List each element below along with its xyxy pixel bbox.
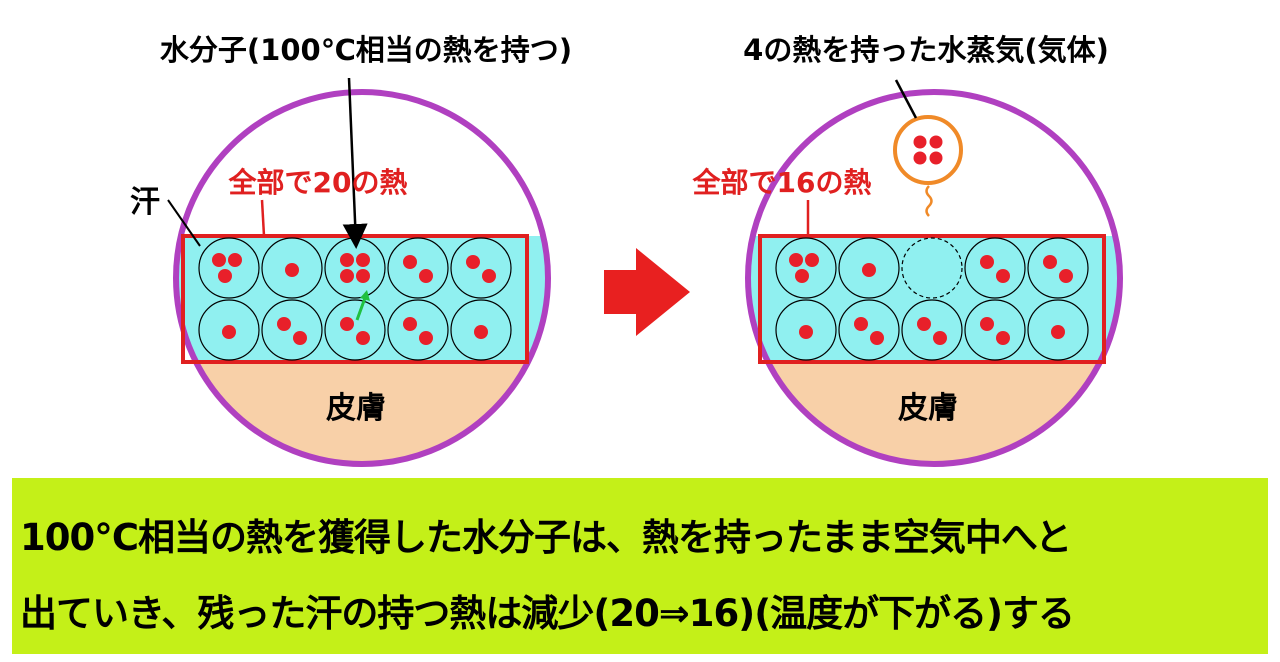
heat-dot [1043, 255, 1057, 269]
upward-arrow-icon [355, 290, 370, 321]
vapor-wave-line [925, 185, 933, 217]
water-molecule [261, 299, 323, 361]
water-molecule [1027, 237, 1089, 299]
heat-dot [980, 255, 994, 269]
heat-dot [356, 269, 370, 283]
heat-dot [799, 325, 813, 339]
water-molecule [387, 237, 449, 299]
leader-line-vapor [894, 79, 918, 119]
magnify-circle-left [173, 89, 551, 467]
label-total-heat-left: 全部で20の熱 [228, 166, 408, 199]
heat-dot [870, 331, 884, 345]
heat-dot [356, 253, 370, 267]
right-panel: 4の熱を持った水蒸気(気体) 全部で16の熱 皮膚 [692, 33, 1123, 467]
water-molecule [838, 299, 900, 361]
heat-dot [419, 331, 433, 345]
leader-line-sweat [167, 199, 201, 247]
heat-dot [222, 325, 236, 339]
molecule-grid-left [198, 237, 512, 361]
heat-dot [933, 331, 947, 345]
water-molecule [775, 237, 837, 299]
caption-line-2: 出ていき、残った汗の持つ熱は減少(20⇒16)(温度が下がる)する [20, 592, 1075, 635]
heat-dot [356, 331, 370, 345]
label-sweat: 汗 [130, 185, 160, 220]
heat-dot [474, 325, 488, 339]
heat-dot [1051, 325, 1065, 339]
heat-dot [854, 317, 868, 331]
heat-dot [403, 255, 417, 269]
heat-dot [218, 269, 232, 283]
water-molecule [261, 237, 323, 299]
caption-line-1: 100℃相当の熱を獲得した水分子は、熱を持ったまま空気中へと [20, 516, 1072, 559]
heat-dot [212, 253, 226, 267]
heat-dot [277, 317, 291, 331]
water-molecule [450, 237, 512, 299]
heat-dot [929, 135, 943, 149]
caption-box: 100℃相当の熱を獲得した水分子は、熱を持ったまま空気中へと 出ていき、残った汗… [12, 478, 1268, 654]
heat-dot [913, 135, 927, 149]
heat-dot [795, 269, 809, 283]
heat-dot [340, 269, 354, 283]
heat-dot [482, 269, 496, 283]
heat-dot [789, 253, 803, 267]
sweat-box-right [758, 234, 1106, 364]
heat-dot [805, 253, 819, 267]
heat-dot [293, 331, 307, 345]
heat-dot [980, 317, 994, 331]
vapor-molecule [893, 115, 963, 185]
water-molecule [1027, 299, 1089, 361]
water-molecule [901, 299, 963, 361]
leader-line-total-left [260, 199, 266, 237]
left-panel: 水分子(100℃相当の熱を持つ) 汗 全部で20の熱 皮膚 [130, 33, 572, 467]
heat-dot [228, 253, 242, 267]
right-arrow-icon [604, 248, 690, 336]
label-total-heat-right: 全部で16の熱 [692, 166, 872, 199]
label-skin-left: 皮膚 [326, 391, 386, 426]
water-molecule [387, 299, 449, 361]
heat-dot [340, 253, 354, 267]
leader-line-water [342, 77, 368, 249]
heat-dot [285, 263, 299, 277]
label-skin-right: 皮膚 [898, 391, 958, 426]
evaporated-molecule-slot [901, 237, 963, 299]
heat-dot [1059, 269, 1073, 283]
water-molecule [198, 237, 260, 299]
water-molecule [198, 299, 260, 361]
molecule-grid-right [775, 237, 1089, 361]
heat-dot [917, 317, 931, 331]
heat-dot [466, 255, 480, 269]
diagram-svg: 水分子(100℃相当の熱を持つ) 汗 全部で20の熱 皮膚 4の熱を持った水蒸気… [130, 33, 1123, 467]
heat-dot [996, 269, 1010, 283]
label-vapor: 4の熱を持った水蒸気(気体) [743, 33, 1109, 67]
vapor-heat-dots [913, 135, 943, 165]
water-molecule [964, 299, 1026, 361]
heat-dot [419, 269, 433, 283]
water-molecule [324, 299, 386, 361]
heat-dot [340, 317, 354, 331]
magnify-circle-right [745, 89, 1123, 467]
heat-dot [862, 263, 876, 277]
heat-dot [403, 317, 417, 331]
heat-dot [996, 331, 1010, 345]
heat-dot [913, 151, 927, 165]
water-molecule [450, 299, 512, 361]
label-water-molecule: 水分子(100℃相当の熱を持つ) [160, 33, 572, 67]
water-molecule [838, 237, 900, 299]
water-molecule [964, 237, 1026, 299]
water-molecule [775, 299, 837, 361]
heat-dot [929, 151, 943, 165]
